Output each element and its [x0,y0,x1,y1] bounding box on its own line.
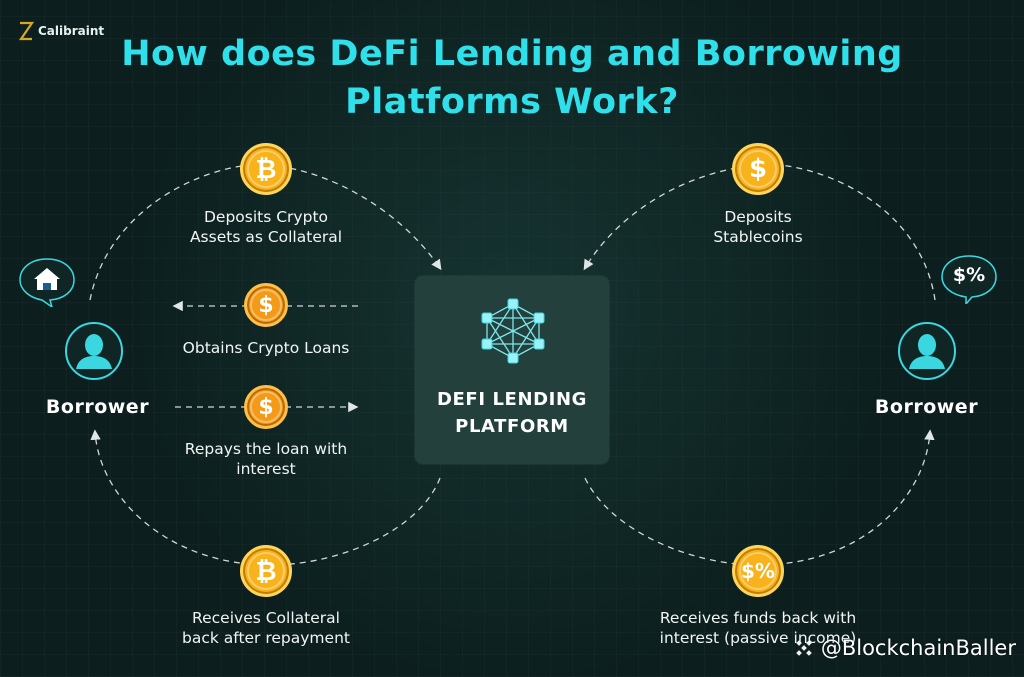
watermark: @BlockchainBaller [793,636,1016,660]
left-role-label: Borrower [45,396,150,418]
calibraint-logo [18,21,34,41]
left-obtain-label: Obtains Crypto Loans [182,339,350,357]
brand-logo: Calibraint [18,20,104,42]
home-bubble-icon [19,258,75,307]
dollar-coin-icon: $ [244,385,288,429]
bitcoin-coin-icon: ₿ [240,545,292,597]
dollar-percent-bubble-icon [941,255,997,304]
bitcoin-coin-icon: ₿ [240,143,292,195]
page-title-line1: How does DeFi Lending and Borrowing [121,34,903,74]
dollar-coin-icon: $ [244,283,288,327]
bubble-text: $% [952,264,986,286]
arrow-left-deposit [89,163,442,301]
dollar-percent-coin-icon: $% [732,545,784,597]
network-icon [481,298,545,364]
page-title-line2: Platforms Work? [345,82,679,122]
right-role-label: Borrower [874,396,979,418]
binance-logo [796,640,812,656]
brand-name: Calibraint [38,24,105,38]
user-avatar-icon [65,322,123,380]
arrow-right-deposit [583,163,936,301]
watermark-handle: @BlockchainBaller [820,636,1016,660]
user-avatar-icon [898,322,956,380]
dollar-coin-icon: $ [732,143,784,195]
